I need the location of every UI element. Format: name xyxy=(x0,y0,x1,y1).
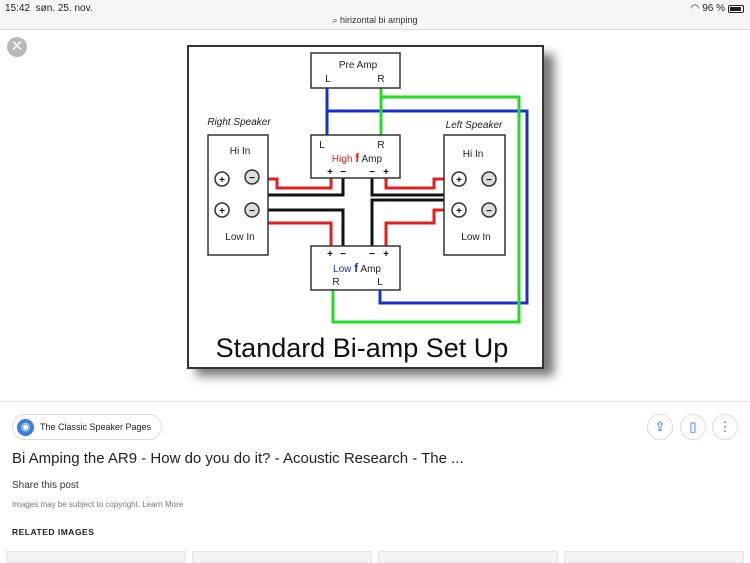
svg-text:Hi In: Hi In xyxy=(463,149,484,160)
status-time: 15:42 søn. 25. nov. xyxy=(5,3,93,14)
terminal-plus: + xyxy=(456,206,462,217)
share-button[interactable]: ⇪ xyxy=(647,414,673,440)
terminal-minus: − xyxy=(249,173,255,184)
search-query[interactable]: ⌕ hirizontal bi amping xyxy=(332,15,418,25)
svg-text:Low In: Low In xyxy=(225,232,254,243)
result-title[interactable]: Bi Amping the AR9 - How do you do it? - … xyxy=(12,450,464,467)
source-chip[interactable]: ◉ The Classic Speaker Pages xyxy=(12,414,163,440)
svg-text:+: + xyxy=(327,249,333,260)
close-button[interactable]: ✕ xyxy=(7,37,27,57)
result-subtitle: Share this post xyxy=(12,480,79,491)
terminal-plus: + xyxy=(219,206,225,217)
low-amp-label: Low f Amp xyxy=(333,261,381,275)
terminal-minus: − xyxy=(486,175,492,186)
bookmark-icon: ▯ xyxy=(689,419,697,434)
svg-text:R: R xyxy=(332,277,339,288)
more-vert-icon: ⋮ xyxy=(718,419,732,434)
terminal-icons xyxy=(214,169,497,218)
related-image[interactable] xyxy=(6,551,186,563)
pre-amp-box xyxy=(310,52,401,89)
high-amp-box xyxy=(310,134,401,179)
svg-text:−: − xyxy=(340,167,346,178)
save-button[interactable]: ▯ xyxy=(680,414,706,440)
related-image[interactable] xyxy=(564,551,744,563)
right-speaker-box xyxy=(207,134,269,256)
terminal-plus: + xyxy=(456,175,462,186)
share-icon: ⇪ xyxy=(654,419,666,434)
right-speaker-label: Right Speaker xyxy=(207,117,271,128)
svg-text:L: L xyxy=(325,74,331,85)
red-wire-hi-left xyxy=(384,177,459,190)
red-wire-low-left xyxy=(384,208,459,246)
source-name: The Classic Speaker Pages xyxy=(40,422,152,432)
svg-text:R: R xyxy=(377,74,384,85)
battery-status: ◠96 % xyxy=(690,3,744,14)
battery-icon xyxy=(728,4,744,13)
left-speaker-box xyxy=(443,134,506,256)
pre-amp-label: Pre Amp xyxy=(339,60,378,71)
related-image[interactable] xyxy=(378,551,558,563)
terminal-plus: + xyxy=(219,175,225,186)
svg-text:+: + xyxy=(327,167,333,178)
wifi-icon: ◠ xyxy=(690,3,700,14)
low-amp-box xyxy=(310,245,401,291)
svg-text:Hi In: Hi In xyxy=(230,146,251,157)
svg-text:−: − xyxy=(369,249,375,260)
svg-text:L: L xyxy=(377,277,383,288)
svg-text:R: R xyxy=(377,140,384,151)
svg-text:Low In: Low In xyxy=(461,232,490,243)
high-amp-label: High f Amp xyxy=(332,151,383,165)
terminal-minus: − xyxy=(249,206,255,217)
more-button[interactable]: ⋮ xyxy=(712,414,738,440)
diagram-caption: Standard Bi-amp Set Up xyxy=(216,333,509,363)
status-bar: 15:42 søn. 25. nov. ◠96 % ⌕ hirizontal b… xyxy=(0,0,750,30)
svg-text:L: L xyxy=(319,140,325,151)
related-images-heading: RELATED IMAGES xyxy=(12,527,95,537)
svg-text:−: − xyxy=(369,167,375,178)
svg-text:−: − xyxy=(340,249,346,260)
svg-text:+: + xyxy=(383,249,389,260)
terminal-minus: − xyxy=(486,206,492,217)
left-speaker-label: Left Speaker xyxy=(446,120,503,131)
globe-icon: ◉ xyxy=(17,418,34,436)
green-wire xyxy=(331,88,521,324)
blue-wire xyxy=(325,88,529,305)
black-wire-low-right xyxy=(252,208,345,246)
svg-text:+: + xyxy=(383,167,389,178)
related-image[interactable] xyxy=(192,551,372,563)
search-icon: ⌕ xyxy=(332,15,340,25)
copyright-notice[interactable]: Images may be subject to copyright. Lear… xyxy=(12,500,184,509)
